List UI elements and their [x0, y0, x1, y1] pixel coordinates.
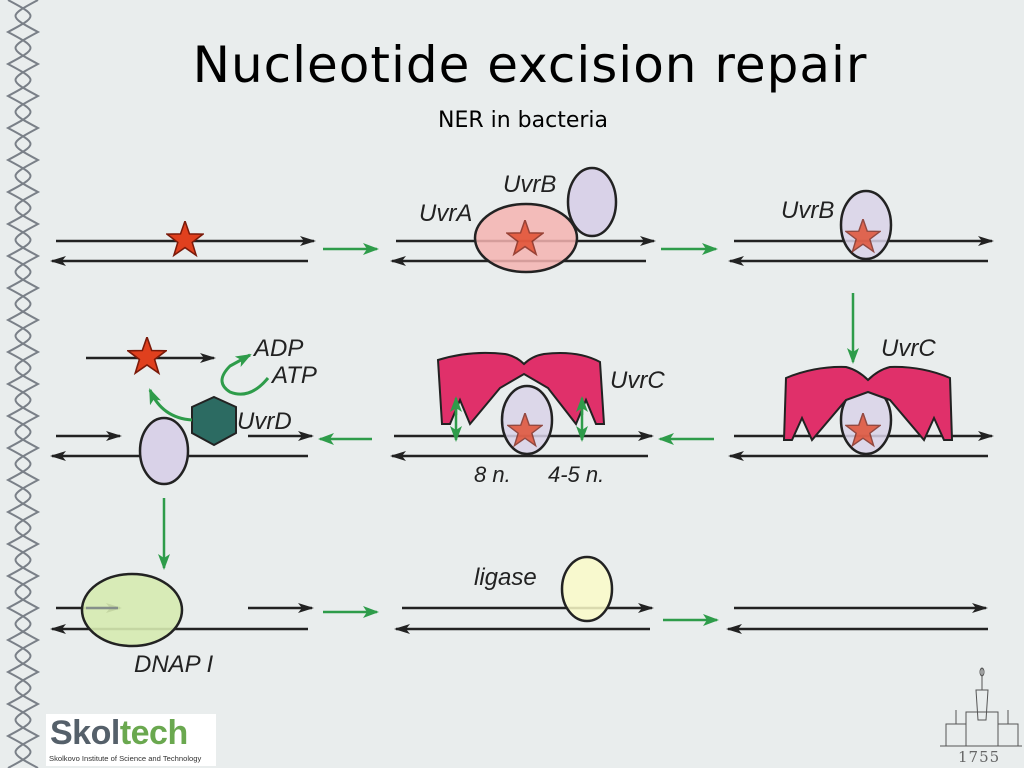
step-4-uvrc-binding: [728, 365, 994, 461]
lesion-star-icon: [166, 221, 204, 257]
uvrb-protein: [138, 416, 190, 486]
label-adp: ADP: [254, 335, 304, 362]
slide-subtitle: NER in bacteria: [437, 108, 609, 133]
label-atp: ATP: [272, 362, 317, 389]
university-building-icon: [940, 667, 1022, 747]
uvrb-protein: [566, 166, 618, 238]
uvrd-hexagon-icon: [191, 395, 237, 447]
excised-lesion-star-icon: [127, 337, 167, 374]
label-uvra: UvrA: [419, 200, 473, 227]
skoltech-logo: Skoltech Skolkovo Institute of Science a…: [46, 714, 216, 766]
label-uvrb: UvrB: [781, 197, 835, 224]
step-9-repaired-dna: [726, 603, 988, 634]
step-6-excision-uvrd: [50, 337, 314, 486]
slide-title: Nucleotide excision repair: [192, 36, 868, 94]
dnap-i-protein: [80, 572, 184, 648]
logo-wordmark-part1: Skol: [50, 714, 120, 752]
step-5-incision: [390, 351, 654, 461]
label-uvrc: UvrC: [610, 367, 665, 394]
label-3-prime-cut: 4-5 n.: [548, 462, 605, 487]
step-7-dna-polymerase: [50, 572, 314, 648]
logo-wordmark: Skoltech: [50, 714, 188, 753]
logo-tagline: Skolkovo Institute of Science and Techno…: [49, 754, 202, 763]
label-5-prime-cut: 8 n.: [474, 462, 511, 487]
release-arrow: [148, 388, 193, 422]
label-uvrb: UvrB: [503, 171, 557, 198]
label-dnap-i: DNAP I: [134, 651, 214, 678]
atp-adp-arrow: [220, 353, 270, 396]
year-mark: 1755: [958, 748, 1001, 766]
step-1-damaged-dna: [50, 221, 316, 266]
ligase-protein: [560, 555, 614, 623]
logo-wordmark-part2: tech: [119, 714, 188, 752]
uvrc-protein: [782, 365, 954, 442]
dna-helix-border: [5, 0, 41, 768]
step-8-ligation: [394, 555, 654, 634]
step-2-uvra-uvrb-binding: [390, 166, 656, 274]
step-3-uvrb-complex: [728, 189, 994, 266]
label-uvrd: UvrD: [237, 408, 292, 435]
label-ligase: ligase: [474, 564, 537, 591]
uvrb-protein: [839, 189, 893, 261]
label-uvrc: UvrC: [881, 335, 936, 362]
